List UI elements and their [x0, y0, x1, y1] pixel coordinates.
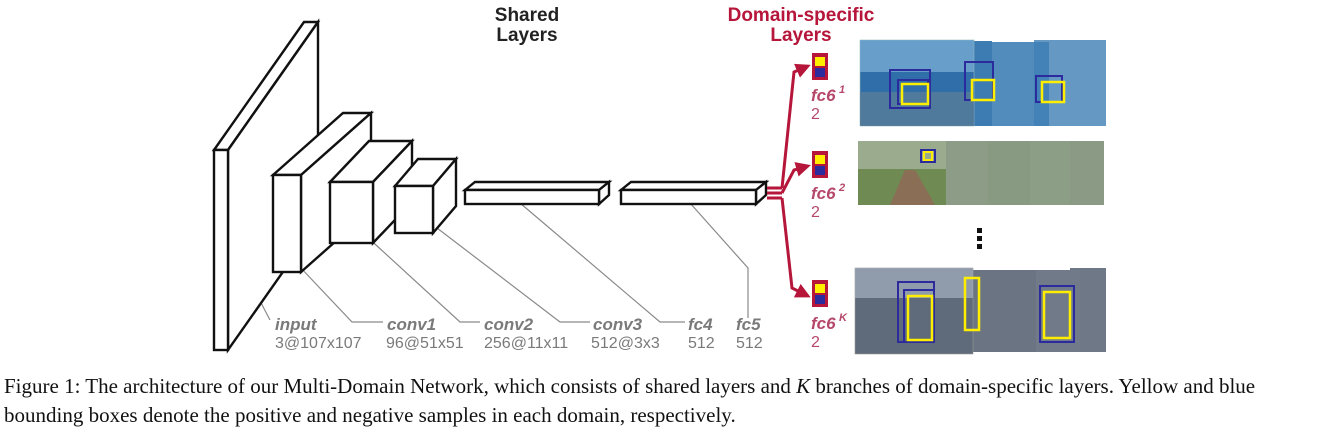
vertical-ellipsis	[977, 228, 982, 249]
branch-k-name: fc6	[811, 314, 836, 333]
branch-arrow-1	[780, 63, 811, 189]
label-conv1-name: conv1	[387, 315, 436, 334]
branch-icon-k	[812, 280, 828, 307]
branch-arrow-2	[780, 162, 811, 194]
caption-prefix: Figure 1: The architecture of our Multi-…	[4, 374, 797, 398]
branch-2-sup: 2	[838, 182, 845, 194]
label-input-name: input	[275, 315, 318, 334]
block-fc5	[617, 179, 770, 207]
leader-lines	[247, 202, 749, 323]
figure-caption: Figure 1: The architecture of our Multi-…	[0, 372, 1323, 430]
label-conv2-dims: 256@11x11	[484, 335, 568, 352]
block-conv3	[392, 155, 459, 237]
domain-images-k	[854, 267, 1106, 355]
branch-2-dims: 2	[811, 204, 820, 221]
leader-conv3	[419, 214, 590, 323]
leader-conv2	[351, 222, 480, 323]
domain-images-1	[859, 39, 1106, 127]
layer-labels: input 3@107x107 conv1 96@51x51 conv2 256…	[275, 315, 763, 352]
label-fc4-name: fc4	[688, 315, 713, 334]
label-input-dims: 3@107x107	[275, 335, 362, 352]
shared-heading-line2: Layers	[496, 25, 557, 46]
branch-labels: fc6 1 2 fc6 2 2 fc6 K 2	[811, 84, 848, 351]
architecture-diagram: Shared Layers Domain-specific Layers	[211, 5, 1106, 355]
branch-2-name: fc6	[811, 184, 836, 203]
block-conv2	[327, 137, 415, 247]
domain-heading-line2: Layers	[770, 25, 831, 46]
caption-k: K	[796, 374, 811, 398]
shared-heading-line1: Shared	[495, 5, 559, 26]
label-conv3-dims: 512@3x3	[591, 335, 660, 352]
label-conv3-name: conv3	[593, 315, 643, 334]
branch-arrows	[767, 63, 811, 298]
block-fc4	[461, 179, 613, 207]
caption-suffix: branches of domain-specific layers. Yell…	[4, 374, 1256, 427]
branch-icons	[812, 53, 828, 307]
label-fc4-dims: 512	[688, 335, 715, 352]
branch-arrow-k	[780, 197, 811, 298]
branch-1-name: fc6	[811, 86, 836, 105]
leader-fc4	[519, 202, 685, 323]
label-fc5-name: fc5	[736, 315, 761, 334]
domain-images-2	[858, 141, 1104, 205]
label-fc5-dims: 512	[736, 335, 763, 352]
domain-heading-line1: Domain-specific	[728, 5, 875, 26]
leader-fc5	[689, 202, 749, 318]
branch-icon-2	[812, 151, 828, 178]
branch-1-sup: 1	[839, 84, 845, 96]
label-conv2-name: conv2	[484, 315, 534, 334]
branch-k-sup: K	[839, 312, 848, 324]
label-conv1-dims: 96@51x51	[386, 335, 464, 352]
leader-conv1	[298, 265, 383, 323]
branch-k-dims: 2	[811, 334, 820, 351]
branch-icon-1	[812, 53, 828, 80]
layer-blocks	[211, 18, 770, 354]
branch-1-dims: 2	[811, 106, 820, 123]
